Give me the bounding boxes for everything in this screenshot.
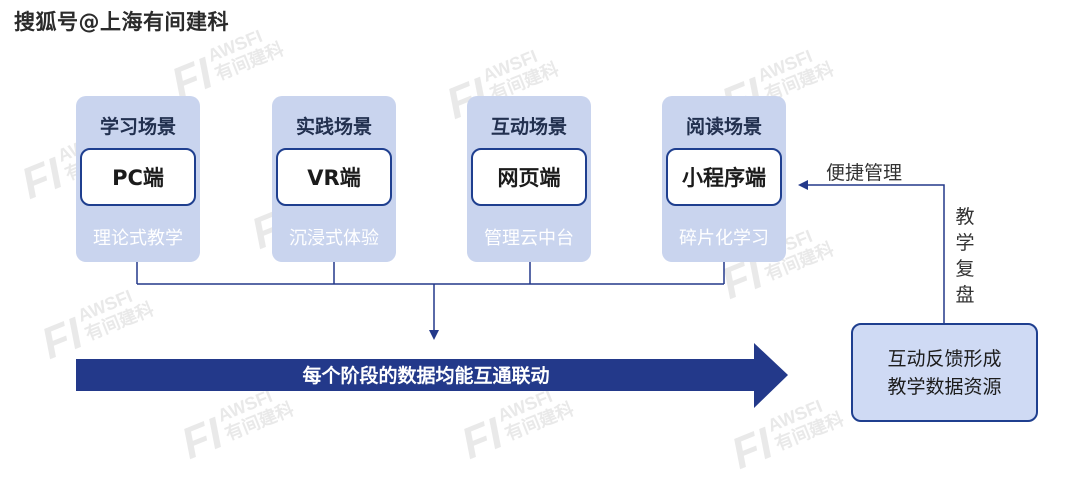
feedback-box: 互动反馈形成 教学数据资源: [851, 323, 1038, 422]
scene-title: 阅读场景: [685, 116, 762, 138]
source-watermark: 搜狐号@上海有间建科: [14, 10, 229, 34]
scene-title: 实践场景: [295, 116, 372, 138]
feedback-line-2: 教学数据资源: [887, 375, 1002, 398]
scene-desc: 理论式教学: [93, 228, 183, 249]
scene-card-practice: 实践场景 VR端 沉浸式体验: [272, 96, 396, 262]
scene-card-interaction: 互动场景 网页端 管理云中台: [467, 96, 591, 262]
scene-desc: 管理云中台: [484, 228, 574, 249]
platform-label: PC端: [80, 148, 196, 206]
scene-card-study: 学习场景 PC端 理论式教学: [76, 96, 200, 262]
feedback-line-1: 互动反馈形成: [887, 347, 1002, 370]
scene-desc: 沉浸式体验: [289, 228, 379, 249]
main-flow-arrow: [76, 343, 788, 408]
platform-label: 小程序端: [666, 148, 782, 206]
scene-card-reading: 阅读场景 小程序端 碎片化学习: [662, 96, 786, 262]
scene-title: 学习场景: [99, 116, 176, 138]
manage-label: 便捷管理: [826, 162, 903, 184]
main-arrow-label: 每个阶段的数据均能互通联动: [302, 364, 550, 387]
feedback-return-line: [798, 180, 945, 323]
scene-title: 互动场景: [490, 116, 567, 138]
platform-label: 网页端: [471, 148, 587, 206]
scene-desc: 碎片化学习: [679, 228, 769, 249]
review-label: 教 学 复 盘: [955, 206, 975, 306]
platform-label: VR端: [276, 148, 392, 206]
